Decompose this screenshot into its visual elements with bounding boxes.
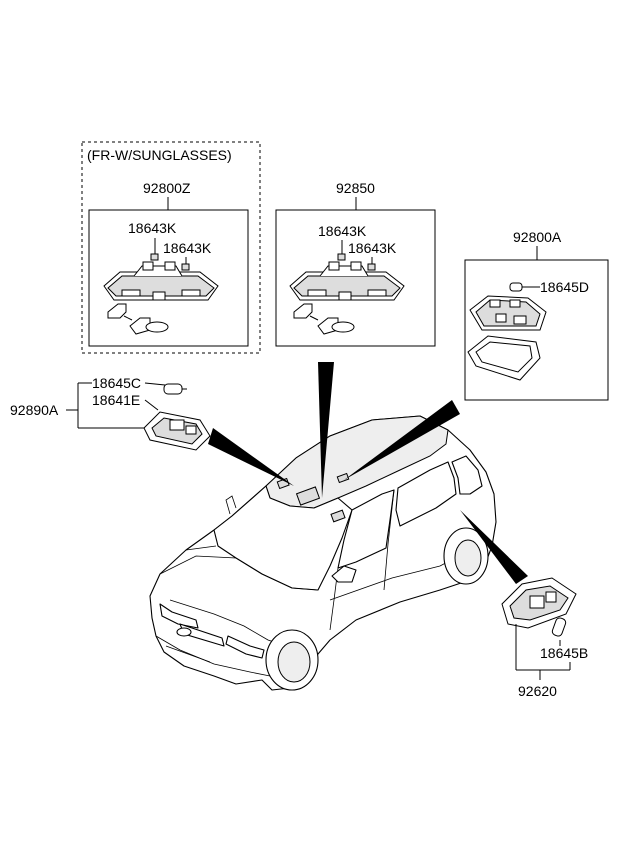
assembly-frame-92850: [275, 209, 436, 347]
roof-lamp-marker: [336, 472, 350, 484]
group-92850: 92850 18643K 18643K: [275, 180, 436, 347]
group-note-fr-sunglasses[interactable]: (FR-W/SUNGLASSES): [87, 147, 232, 163]
dashed-group-frame: [81, 141, 261, 354]
overhead-console-lamp-icon: [289, 261, 405, 335]
assembly-frame-92800A: [464, 259, 609, 401]
bulb-icon: [337, 253, 346, 261]
part-label-92850[interactable]: 92850: [336, 180, 375, 196]
bulb-icon: [181, 263, 190, 271]
car-quarter-window: [451, 455, 483, 495]
part-label-18643K[interactable]: 18643K: [163, 240, 212, 256]
car-headlight: [225, 635, 265, 659]
car-rear-wheel-hub: [454, 539, 482, 577]
car-rear-side-window: [395, 461, 457, 527]
luggage-lamp-icon: [143, 411, 211, 451]
car-illustration: [149, 415, 497, 691]
part-label-18645B[interactable]: 18645B: [540, 645, 588, 661]
group-92800A: 92800A 18645D: [464, 229, 609, 401]
group-92890A: 18645C 18641E 92890A: [10, 375, 211, 451]
assembly-frame-92800Z: [88, 209, 249, 347]
map-lamp-icon: [469, 295, 547, 331]
car-headlight: [159, 603, 199, 629]
pointer-arrow: [318, 362, 334, 498]
pointer-arrows: [208, 362, 528, 584]
bulb-icon: [367, 263, 376, 271]
car-front-side-window: [337, 489, 395, 569]
roof-lamp-marker: [295, 486, 321, 506]
part-label-92800A[interactable]: 92800A: [513, 229, 562, 245]
bulb-icon: [551, 617, 567, 637]
car-side-mirror: [331, 565, 357, 583]
bulb-icon: [509, 282, 525, 292]
part-label-18641E[interactable]: 18641E: [92, 392, 140, 408]
lamp-lens-icon: [467, 335, 541, 381]
part-label-18643K[interactable]: 18643K: [128, 220, 177, 236]
part-label-18645C[interactable]: 18645C: [92, 375, 141, 391]
roof-lamp-marker: [330, 509, 346, 523]
pointer-arrow: [460, 510, 528, 584]
courtesy-lamp-icon: [501, 577, 577, 629]
group-92620: 18645B 92620: [501, 577, 588, 699]
pointer-arrow: [344, 400, 460, 480]
part-label-18645D[interactable]: 18645D: [540, 279, 589, 295]
part-label-92890A[interactable]: 92890A: [10, 402, 59, 418]
part-label-18643K[interactable]: 18643K: [318, 223, 367, 239]
part-label-92620[interactable]: 92620: [518, 683, 557, 699]
part-label-18643K[interactable]: 18643K: [348, 240, 397, 256]
leader-18641E: [144, 399, 159, 411]
pointer-arrow: [208, 428, 294, 486]
car-badge: [176, 627, 192, 637]
overhead-console-lamp-icon: [103, 261, 219, 335]
bulb-icon: [163, 383, 187, 395]
car-front-wheel-hub: [277, 641, 311, 683]
part-label-92800Z[interactable]: 92800Z: [143, 180, 191, 196]
bulb-icon: [150, 253, 159, 261]
group-92800Z: (FR-W/SUNGLASSES) 92800Z 18643K 18643K: [81, 141, 261, 354]
leader-18645C: [144, 382, 166, 386]
